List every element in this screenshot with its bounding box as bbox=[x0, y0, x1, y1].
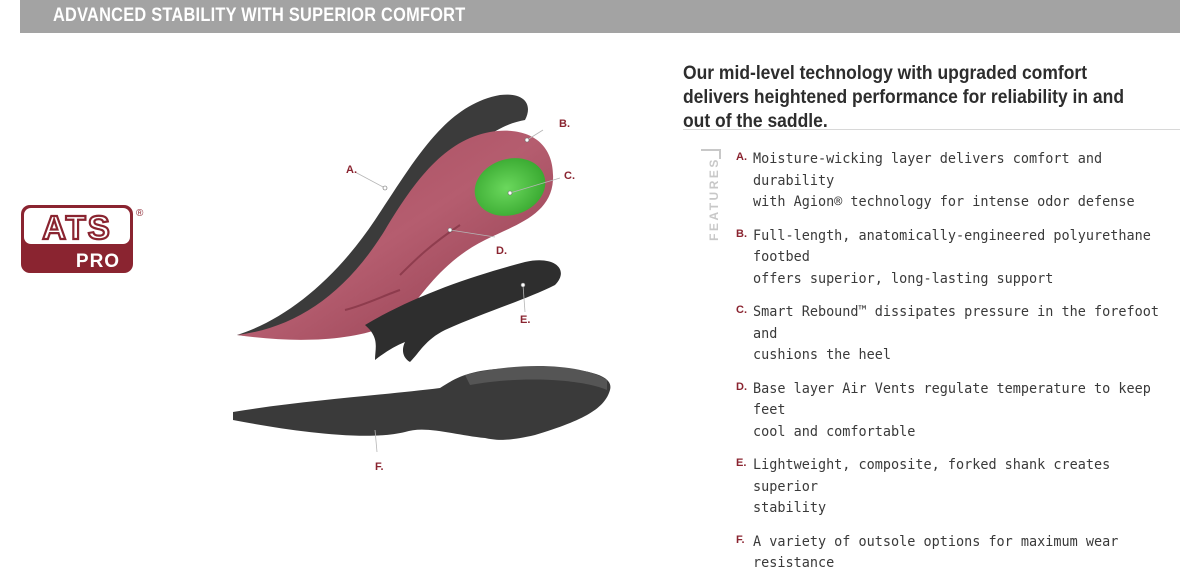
insole-exploded-illustration bbox=[233, 94, 611, 453]
feature-text: Full-length, anatomically-engineered pol… bbox=[753, 227, 1151, 287]
feature-item: A. Moisture-wicking layer delivers comfo… bbox=[736, 149, 1186, 214]
callout-c: C. bbox=[564, 170, 575, 182]
feature-text: Moisture-wicking layer delivers comfort … bbox=[753, 151, 1135, 210]
feature-item: F. A variety of outsole options for maxi… bbox=[736, 532, 1186, 575]
logo-sub: PRO bbox=[76, 251, 120, 272]
feature-text: Lightweight, composite, forked shank cre… bbox=[753, 457, 1111, 516]
feature-item: D. Base layer Air Vents regulate tempera… bbox=[736, 379, 1186, 444]
feature-text: A variety of outsole options for maximum… bbox=[753, 533, 1119, 572]
feature-letter: A. bbox=[736, 151, 747, 163]
banner: ADVANCED STABILITY WITH SUPERIOR COMFORT bbox=[20, 0, 1180, 33]
feature-letter: B. bbox=[736, 227, 747, 240]
registered-mark: ® bbox=[136, 208, 144, 219]
divider bbox=[683, 129, 1180, 130]
callout-f: F. bbox=[375, 461, 384, 473]
gel-pad bbox=[474, 158, 546, 216]
feature-item: C. Smart Rebound™ dissipates pressure in… bbox=[736, 302, 1186, 367]
banner-title: ADVANCED STABILITY WITH SUPERIOR COMFORT bbox=[53, 5, 466, 26]
features-bracket bbox=[701, 149, 721, 159]
headline: Our mid-level technology with upgraded c… bbox=[683, 63, 1124, 132]
callout-d: D. bbox=[496, 245, 507, 257]
callout-b: B. bbox=[559, 118, 570, 130]
callout-e: E. bbox=[520, 314, 531, 326]
callout-a: A. bbox=[346, 164, 357, 176]
feature-letter: C. bbox=[736, 304, 747, 316]
shank bbox=[365, 260, 561, 362]
footbed bbox=[237, 130, 554, 340]
feature-letter: D. bbox=[736, 380, 747, 393]
features-list: A. Moisture-wicking layer delivers comfo… bbox=[736, 149, 1186, 587]
features-label: FEATURES bbox=[706, 157, 721, 241]
ats-pro-logo: ATS PRO ® bbox=[21, 205, 144, 273]
feature-item: B. Full-length, anatomically-engineered … bbox=[736, 226, 1186, 291]
feature-item: E. Lightweight, composite, forked shank … bbox=[736, 455, 1186, 520]
feature-text: Smart Rebound™ dissipates pressure in th… bbox=[753, 304, 1159, 363]
feature-text: Base layer Air Vents regulate temperatur… bbox=[753, 380, 1151, 440]
feature-letter: E. bbox=[736, 457, 747, 469]
logo-wordmark: ATS bbox=[42, 209, 112, 246]
outsole bbox=[233, 367, 611, 440]
feature-letter: F. bbox=[736, 533, 745, 546]
